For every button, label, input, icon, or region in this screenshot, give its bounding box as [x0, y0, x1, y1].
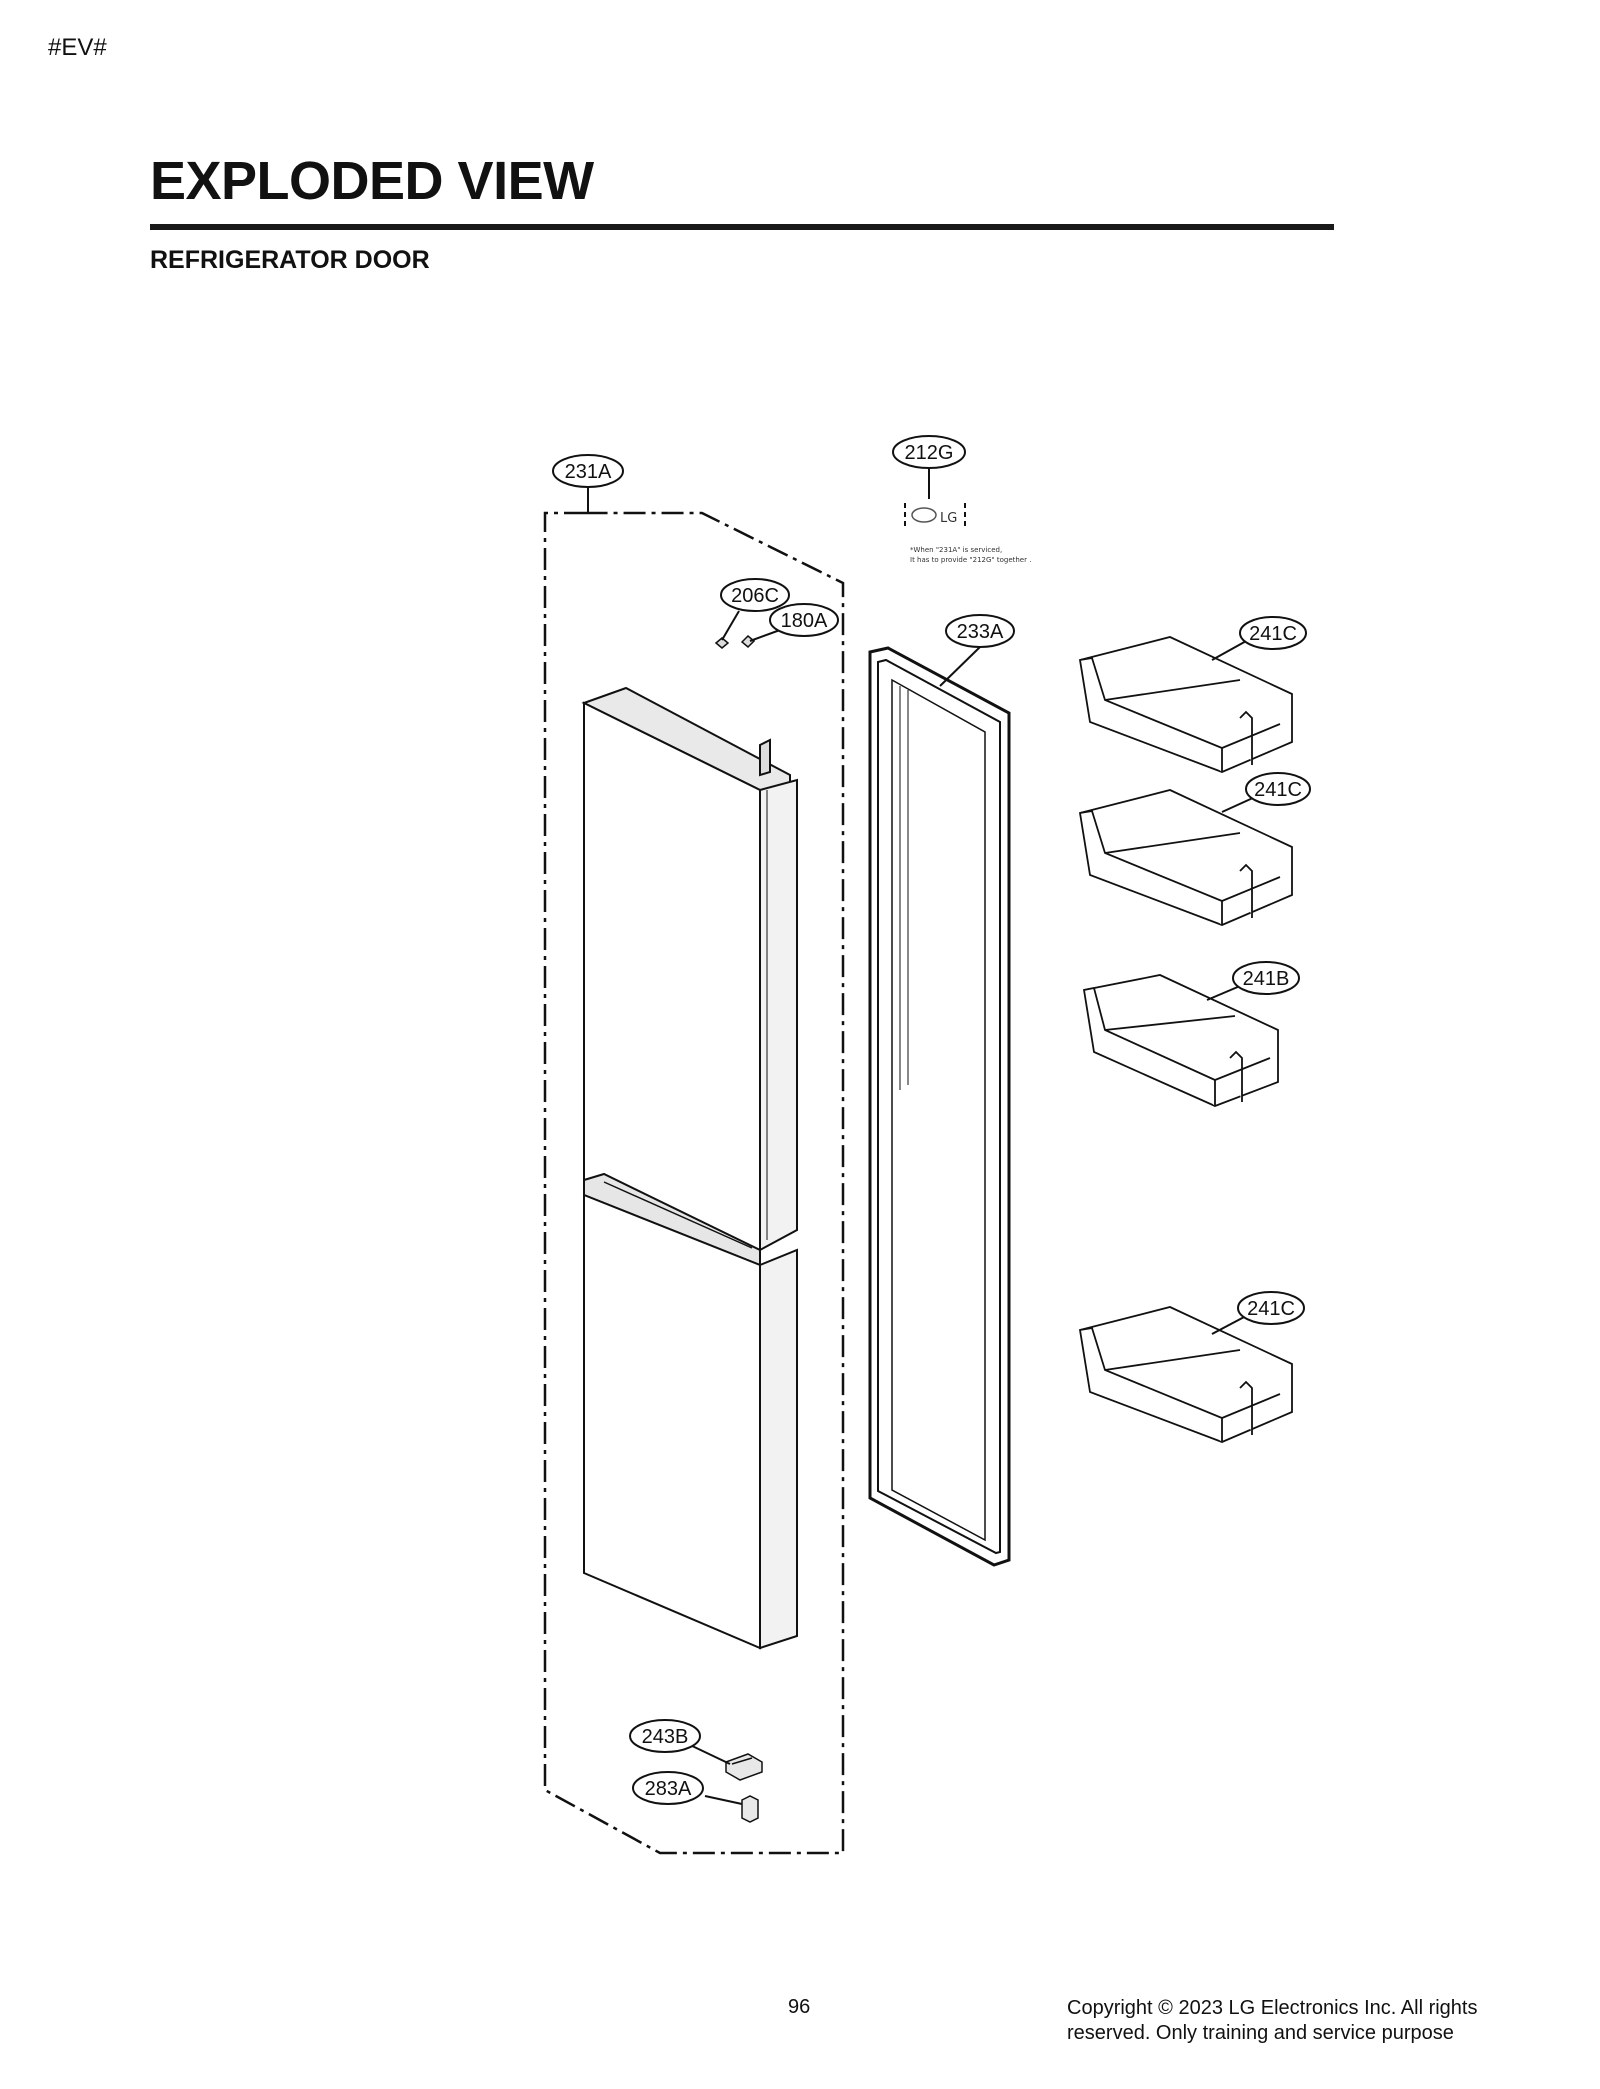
callout-label-241B: 241B	[1243, 968, 1290, 990]
callout-label-206C: 206C	[731, 585, 779, 607]
callout-label-241C-3: 241C	[1247, 1298, 1295, 1320]
page-number: 96	[788, 1996, 811, 2018]
assembly-boundary-231A	[543, 511, 845, 1855]
callout-241C-2: 241C	[1221, 772, 1311, 813]
service-note-line1: *When "231A" is serviced,	[910, 546, 1002, 554]
callout-label-283A: 283A	[645, 1778, 692, 1800]
service-note-line2: It has to provide "212G" together .	[910, 556, 1031, 564]
callout-label-231A: 231A	[565, 461, 612, 483]
door-bin-2	[1078, 789, 1293, 926]
hinge-pin-283A	[741, 1795, 759, 1823]
callout-233A: 233A	[939, 614, 1015, 687]
door-gasket-233A	[868, 646, 1011, 1567]
door-upper-panel	[581, 686, 798, 1252]
callout-231A: 231A	[552, 454, 624, 513]
callout-label-233A: 233A	[957, 621, 1004, 643]
door-bin-4	[1078, 1306, 1293, 1443]
hinge-bracket-243B	[725, 1753, 763, 1781]
callout-label-180A: 180A	[781, 610, 828, 632]
callout-243B: 243B	[629, 1719, 731, 1765]
document-tag: #EV#	[48, 34, 107, 61]
page-title: EXPLODED VIEW	[150, 151, 594, 211]
door-bin-3	[1082, 974, 1279, 1107]
copyright-line-2: reserved. Only training and service purp…	[1067, 2022, 1454, 2044]
callout-241C-3: 241C	[1211, 1291, 1305, 1335]
section-subtitle: REFRIGERATOR DOOR	[150, 246, 430, 274]
screw-206C	[714, 637, 730, 649]
copyright-line-1: Copyright © 2023 LG Electronics Inc. All…	[1067, 1997, 1478, 2019]
copyright-notice: Copyright © 2023 LG Electronics Inc. All…	[1067, 1996, 1547, 2046]
callout-180A: 180A	[749, 603, 839, 642]
callout-label-212G: 212G	[905, 442, 954, 464]
callout-241C-1: 241C	[1211, 616, 1307, 661]
callout-label-241C-1: 241C	[1249, 623, 1297, 645]
door-lower-panel	[583, 1172, 798, 1650]
callout-label-243B: 243B	[642, 1726, 689, 1748]
lg-label-212G: LG *When "231A" is serviced, It has to p…	[904, 503, 1031, 564]
callout-212G: 212G	[892, 435, 966, 499]
callout-label-241C-2: 241C	[1254, 779, 1302, 801]
label-logo-text: LG	[940, 511, 957, 526]
door-bin-1	[1078, 636, 1293, 773]
callout-241B: 241B	[1206, 961, 1300, 1001]
title-rule	[150, 224, 1334, 230]
callout-206C: 206C	[720, 578, 790, 641]
callout-283A: 283A	[632, 1771, 743, 1805]
cap-180A	[740, 634, 756, 649]
